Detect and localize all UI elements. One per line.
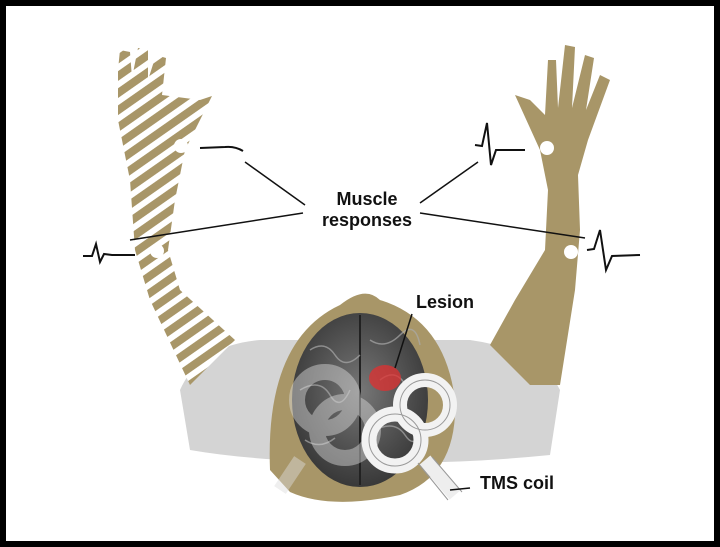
tms-coil xyxy=(361,373,463,501)
emg-trace-flat xyxy=(199,145,244,152)
electrode xyxy=(174,139,188,153)
lesion-label: Lesion xyxy=(416,292,475,312)
muscle-responses-label: Muscle responses xyxy=(312,189,422,231)
electrode xyxy=(150,244,164,258)
left-arm-striped xyxy=(118,48,235,385)
diagram-canvas: Muscle responses Lesion TMS coil xyxy=(6,6,714,541)
diagram-illustration xyxy=(83,45,641,502)
emg-trace-large xyxy=(586,229,641,274)
electrode xyxy=(564,245,578,259)
electrode xyxy=(540,141,554,155)
right-arm xyxy=(490,45,610,385)
emg-trace-large xyxy=(474,122,525,166)
label-line: responses xyxy=(321,210,413,230)
tms-coil-label: TMS coil xyxy=(480,473,555,493)
lesion-spot xyxy=(369,365,401,391)
emg-trace-small xyxy=(83,240,135,265)
label-line: Muscle xyxy=(336,189,398,209)
